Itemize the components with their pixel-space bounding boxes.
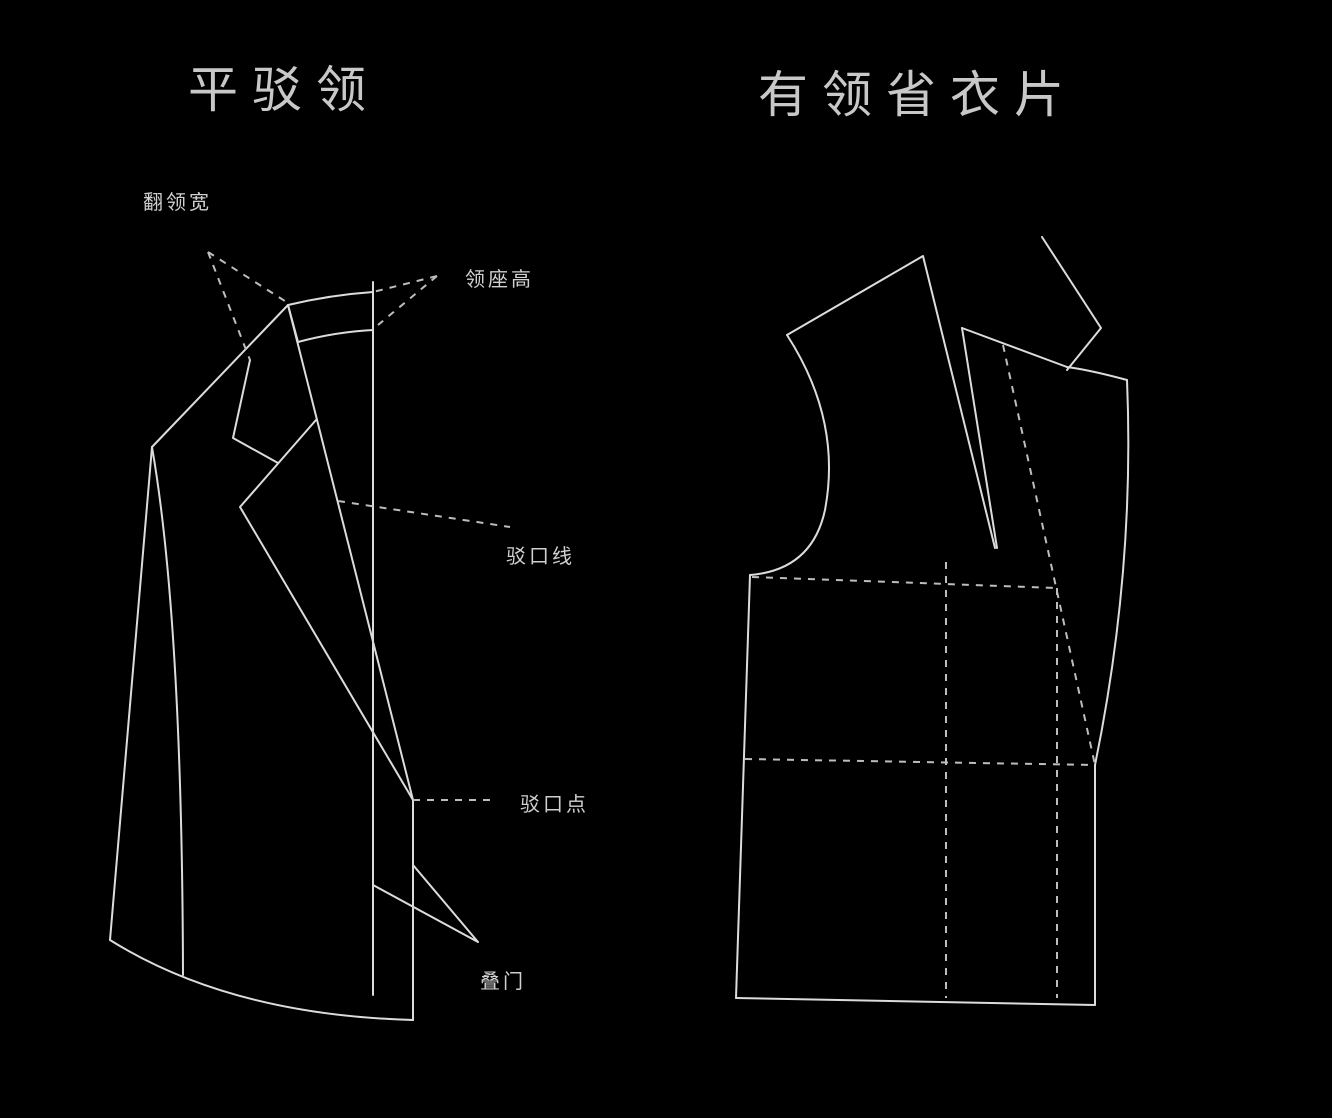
lapel-edge bbox=[239, 419, 414, 801]
roll-point-label: 驳口点 bbox=[520, 792, 589, 816]
overlap-marker bbox=[372, 864, 479, 943]
roll-line-leader bbox=[337, 500, 511, 528]
collar-outer-curve bbox=[287, 291, 374, 306]
neckline-curve bbox=[1066, 366, 1128, 381]
right-pattern-title: 有领省衣片 bbox=[758, 66, 1078, 124]
side-seam-line bbox=[109, 446, 153, 941]
collar-back-line bbox=[287, 304, 299, 343]
hem-line bbox=[735, 997, 1096, 1006]
waist-line bbox=[744, 758, 1096, 766]
dart-guide-line bbox=[1002, 344, 1096, 766]
collar-stand-curve bbox=[297, 329, 374, 343]
collar-dart-leg bbox=[961, 327, 998, 549]
roll-line-label: 驳口线 bbox=[506, 544, 575, 568]
hem-curve bbox=[109, 939, 414, 1021]
collar-width-leader bbox=[207, 251, 289, 361]
side-seam-line bbox=[735, 574, 751, 999]
shoulder-line bbox=[786, 255, 996, 549]
stand-height-label: 领座高 bbox=[465, 267, 534, 291]
collar-stand-piece bbox=[1041, 236, 1102, 371]
roll-line bbox=[287, 304, 414, 801]
collar-width-label: 翻领宽 bbox=[143, 190, 212, 214]
shoulder-line bbox=[151, 304, 289, 448]
collar-dart-bodice-pattern bbox=[735, 236, 1130, 1006]
left-pattern-title: 平驳领 bbox=[188, 61, 380, 119]
panel-seam-curve bbox=[151, 446, 184, 976]
lapel-collar-pattern bbox=[109, 251, 511, 1021]
collar-leaf bbox=[232, 359, 279, 464]
armhole-curve bbox=[749, 334, 830, 576]
dart-neck-segment bbox=[961, 327, 1068, 368]
front-edge-curve bbox=[1094, 379, 1130, 766]
overlap-label: 叠门 bbox=[480, 969, 526, 993]
chest-line bbox=[751, 576, 1058, 589]
stand-height-leader bbox=[372, 275, 438, 326]
